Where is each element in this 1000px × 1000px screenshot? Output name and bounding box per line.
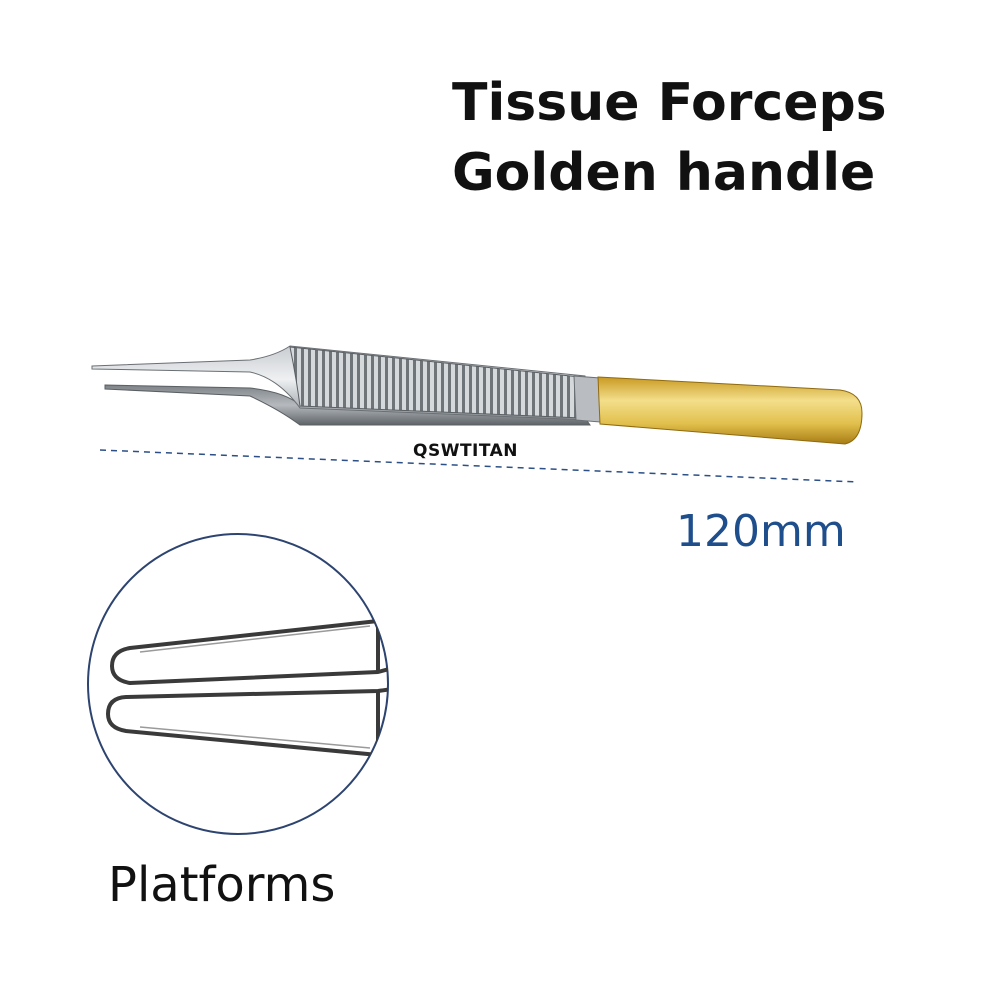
upper-jaw-outline xyxy=(110,614,388,685)
upper-jaw-shadow xyxy=(139,625,371,653)
length-dashed-line xyxy=(99,449,859,483)
forceps-gold-handle xyxy=(597,376,863,445)
forceps-serrated-grip xyxy=(289,346,583,419)
lower-jaw-outline xyxy=(106,686,388,762)
brand-watermark: QSWTITAN xyxy=(413,441,519,461)
length-label: 120mm xyxy=(676,506,846,557)
magnifier-circle xyxy=(87,533,389,835)
forceps-illustration xyxy=(91,345,863,483)
product-title: Tissue Forceps Golden handle xyxy=(452,68,972,208)
lower-jaw-shadow xyxy=(139,726,371,749)
product-title-line-1: Tissue Forceps xyxy=(452,73,887,133)
product-title-line-2: Golden handle xyxy=(452,143,876,203)
platforms-label: Platforms xyxy=(108,857,336,913)
